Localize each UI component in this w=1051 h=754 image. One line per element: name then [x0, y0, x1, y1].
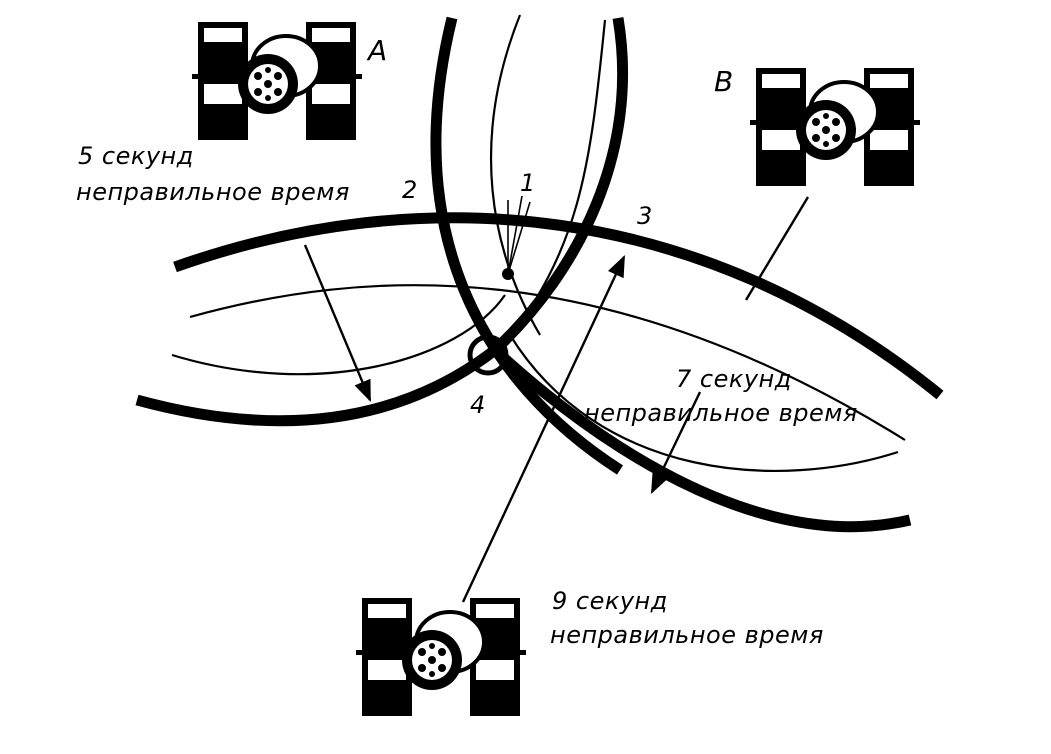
arrow-c: [461, 255, 626, 603]
arrow-a: [303, 244, 372, 402]
arrow-b-line: [744, 196, 810, 301]
range-arc-b-thick-upper: [491, 17, 629, 355]
true-position-rays: [507, 195, 531, 275]
range-arc-c-thin: [509, 334, 899, 472]
caption-c-line2: неправильное время: [550, 621, 824, 649]
range-arc-a-thin-1: [189, 284, 906, 441]
range-arc-c-thick: [135, 342, 912, 533]
satellite-c-icon: [354, 596, 528, 718]
point-3-label: 3: [637, 202, 653, 230]
estimated-position-ring: [467, 334, 509, 376]
range-arc-a-thin-2: [171, 294, 506, 376]
satellite-a-icon: [190, 20, 364, 142]
arrow-b: [650, 391, 702, 494]
true-range-arcs: [171, 14, 906, 472]
caption-b-line2: неправильное время: [584, 399, 858, 427]
caption-c-line1: 9 секунд: [552, 587, 668, 615]
satellite-b-letter: B: [714, 65, 734, 98]
range-arc-b-thin-2: [499, 19, 607, 351]
range-arc-b-thin-1: [489, 14, 541, 336]
satellite-b-icon: [748, 66, 922, 188]
point-1-label: 1: [520, 169, 536, 197]
range-arc-a-thick: [173, 212, 944, 400]
caption-a-line1: 5 секунд: [78, 142, 194, 170]
caption-a-line2: неправильное время: [76, 178, 350, 206]
point-2-label: 2: [402, 176, 418, 204]
range-arc-b-thick: [430, 16, 623, 475]
point-4-label: 4: [470, 391, 486, 419]
satellite-a-letter: A: [368, 34, 388, 67]
caption-b-line1: 7 секунд: [676, 365, 792, 393]
error-range-arcs: [135, 16, 944, 533]
signal-arrows: [303, 196, 810, 603]
